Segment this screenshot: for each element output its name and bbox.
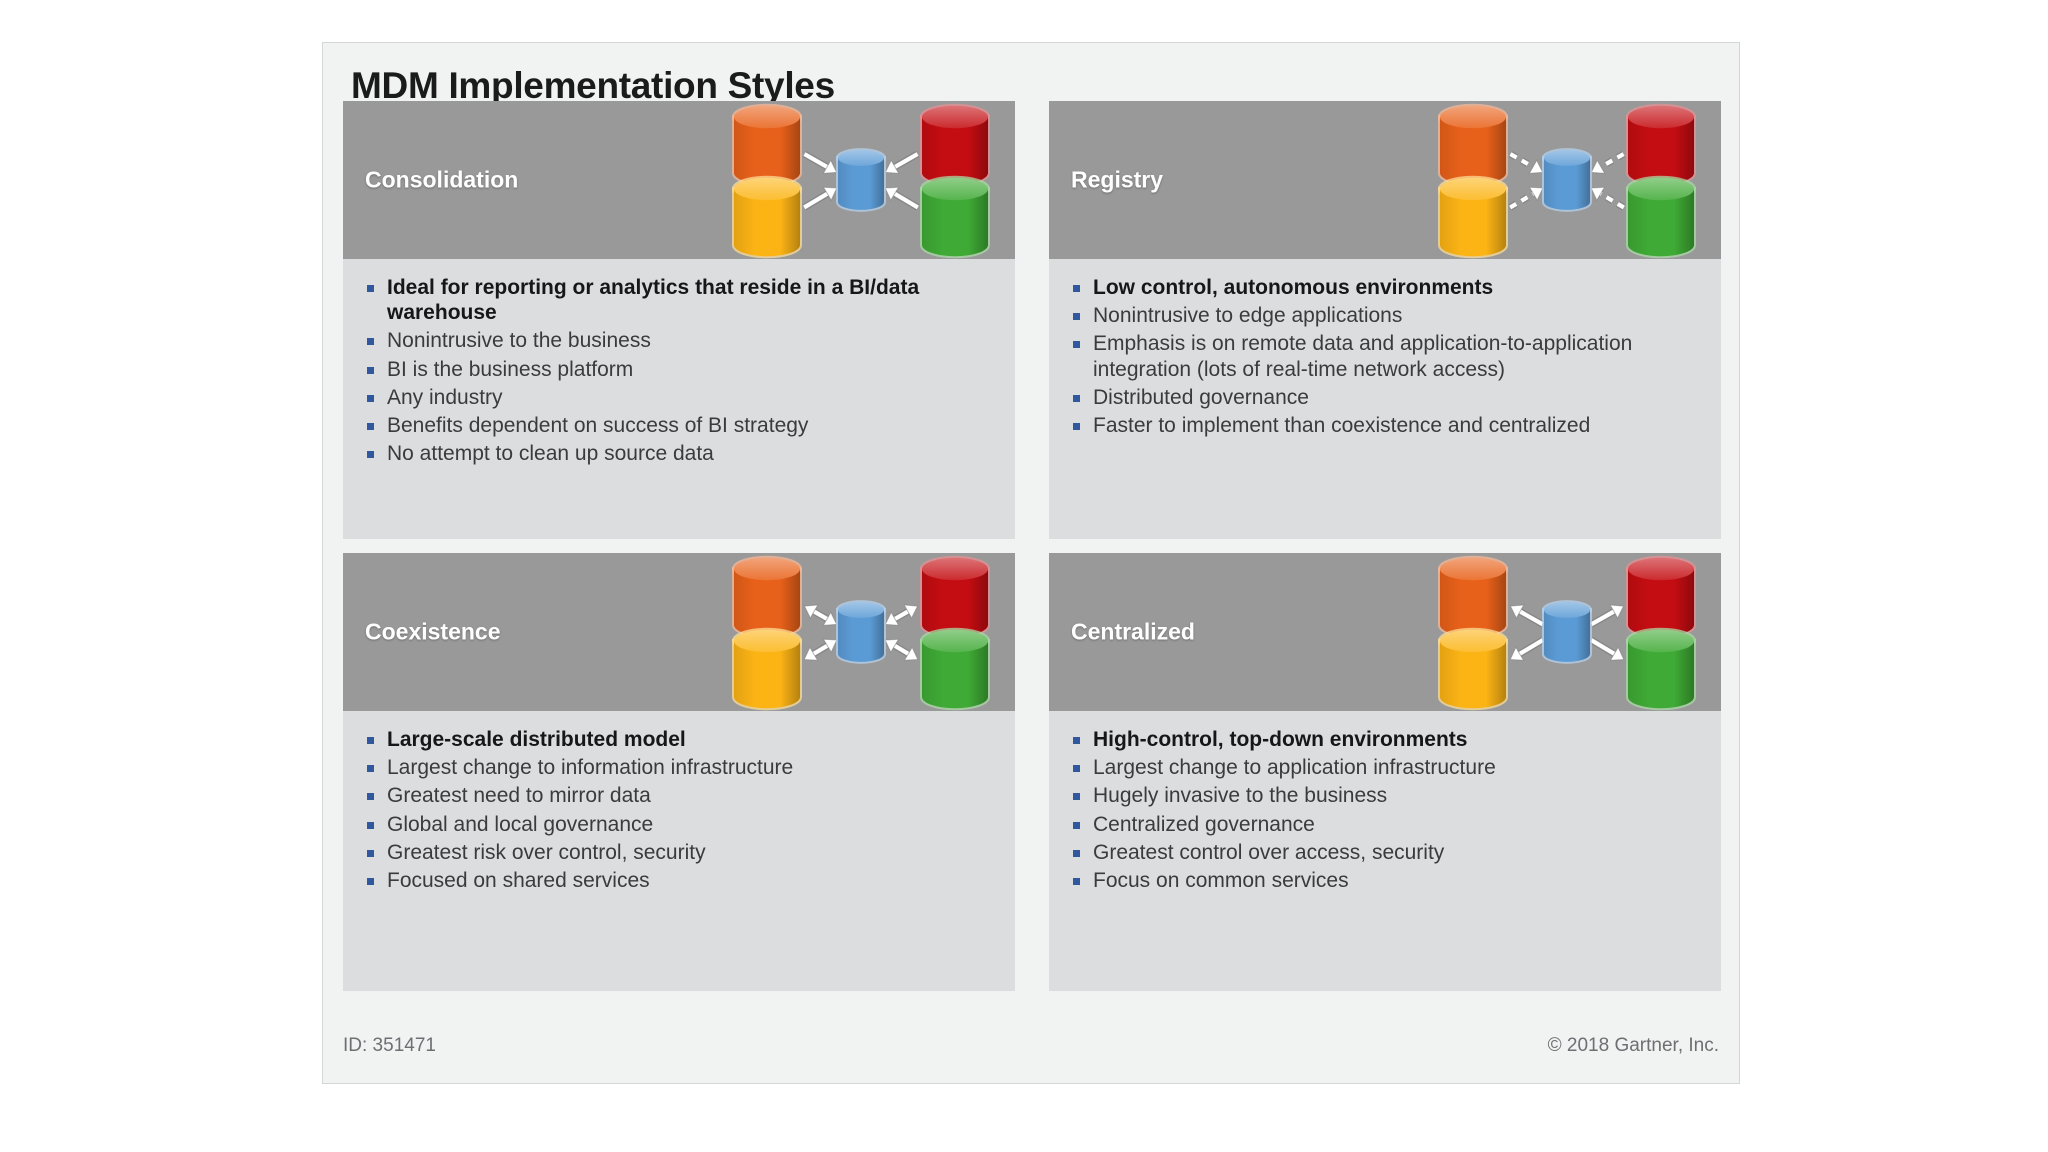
source-cylinder-green — [920, 175, 990, 259]
mdm-hub-diagram — [1438, 555, 1696, 711]
list-item: Focus on common services — [1069, 868, 1701, 893]
list-item: Hugely invasive to the business — [1069, 783, 1701, 808]
quadrant-header-consolidation: Consolidation — [343, 101, 1015, 259]
mdm-hub-diagram — [1438, 103, 1696, 259]
quadrant-header-registry: Registry — [1049, 101, 1721, 259]
list-item: Greatest risk over control, security — [363, 840, 995, 865]
source-cylinder-green — [1626, 627, 1696, 711]
arrow-1 — [1589, 604, 1625, 628]
list-item: Ideal for reporting or analytics that re… — [363, 275, 995, 325]
mdm-hub-diagram — [732, 103, 990, 259]
arrow-0 — [1509, 604, 1545, 628]
list-item: Low control, autonomous environments — [1069, 275, 1701, 300]
diagram-centralized — [1385, 553, 1715, 711]
quadrant-title-centralized: Centralized — [1071, 618, 1195, 645]
list-item: Focused on shared services — [363, 868, 995, 893]
arrow-1 — [1590, 151, 1626, 174]
source-cylinder-orange — [732, 103, 802, 187]
arrow-2 — [1509, 637, 1545, 661]
quadrant-body-consolidation: Ideal for reporting or analytics that re… — [343, 259, 1015, 539]
list-item: Any industry — [363, 385, 995, 410]
source-cylinder-red — [1626, 103, 1696, 187]
arrow-3 — [884, 638, 919, 661]
quadrant-title-registry: Registry — [1071, 166, 1164, 193]
list-item: Largest change to information infrastruc… — [363, 755, 995, 780]
diagram-coexistence — [679, 553, 1009, 711]
quadrant-coexistence: Coexistence — [343, 553, 1015, 991]
arrow-2 — [802, 186, 838, 211]
arrow-0 — [803, 604, 838, 626]
source-cylinder-yellow — [1438, 175, 1508, 259]
list-item: Faster to implement than coexistence and… — [1069, 413, 1701, 438]
source-cylinder-yellow — [1438, 627, 1508, 711]
source-cylinder-yellow — [732, 175, 802, 259]
source-cylinder-orange — [732, 555, 802, 639]
arrow-2 — [1508, 186, 1544, 211]
source-cylinder-green — [920, 627, 990, 711]
page-title: MDM Implementation Styles — [351, 65, 835, 106]
list-item: Nonintrusive to the business — [363, 328, 995, 353]
source-cylinder-red — [1626, 555, 1696, 639]
list-item: Emphasis is on remote data and applicati… — [1069, 331, 1701, 381]
quadrant-title-coexistence: Coexistence — [365, 618, 501, 645]
arrow-3 — [1589, 637, 1625, 661]
quadrant-header-coexistence: Coexistence — [343, 553, 1015, 711]
hub-cylinder-blue — [1542, 600, 1592, 664]
list-item: BI is the business platform — [363, 357, 995, 382]
arrow-0 — [1508, 151, 1544, 174]
footer-id-label: ID: 351471 — [343, 1035, 436, 1056]
mdm-hub-diagram — [732, 555, 990, 711]
source-cylinder-orange — [1438, 555, 1508, 639]
arrow-1 — [884, 604, 919, 626]
footer-copyright: © 2018 Gartner, Inc. — [1547, 1035, 1719, 1056]
arrow-3 — [1590, 186, 1626, 211]
bullet-list-consolidation: Ideal for reporting or analytics that re… — [363, 275, 995, 466]
diagram-registry — [1385, 101, 1715, 259]
source-cylinder-orange — [1438, 103, 1508, 187]
hub-cylinder-blue — [836, 600, 886, 664]
list-item: Distributed governance — [1069, 385, 1701, 410]
quadrant-header-centralized: Centralized — [1049, 553, 1721, 711]
arrow-3 — [884, 186, 920, 211]
quadrant-grid: Consolidation — [343, 101, 1721, 991]
arrow-0 — [802, 151, 838, 174]
list-item: Large-scale distributed model — [363, 727, 995, 752]
list-item: Centralized governance — [1069, 812, 1701, 837]
list-item: No attempt to clean up source data — [363, 441, 995, 466]
source-cylinder-yellow — [732, 627, 802, 711]
arrow-2 — [803, 638, 838, 661]
list-item: Greatest control over access, security — [1069, 840, 1701, 865]
list-item: High-control, top-down environments — [1069, 727, 1701, 752]
quadrant-consolidation: Consolidation — [343, 101, 1015, 539]
quadrant-title-consolidation: Consolidation — [365, 166, 519, 193]
list-item: Largest change to application infrastruc… — [1069, 755, 1701, 780]
list-item: Benefits dependent on success of BI stra… — [363, 413, 995, 438]
source-cylinder-green — [1626, 175, 1696, 259]
hub-cylinder-blue — [836, 148, 886, 212]
mdm-styles-card: MDM Implementation Styles Consolidation — [322, 42, 1740, 1084]
hub-cylinder-blue — [1542, 148, 1592, 212]
list-item: Global and local governance — [363, 812, 995, 837]
quadrant-centralized: Centralized — [1049, 553, 1721, 991]
list-item: Nonintrusive to edge applications — [1069, 303, 1701, 328]
source-cylinder-red — [920, 555, 990, 639]
card-footer: ID: 351471 © 2018 Gartner, Inc. — [343, 1023, 1719, 1069]
list-item: Greatest need to mirror data — [363, 783, 995, 808]
arrow-1 — [884, 151, 920, 174]
quadrant-registry: Registry — [1049, 101, 1721, 539]
source-cylinder-red — [920, 103, 990, 187]
diagram-consolidation — [679, 101, 1009, 259]
